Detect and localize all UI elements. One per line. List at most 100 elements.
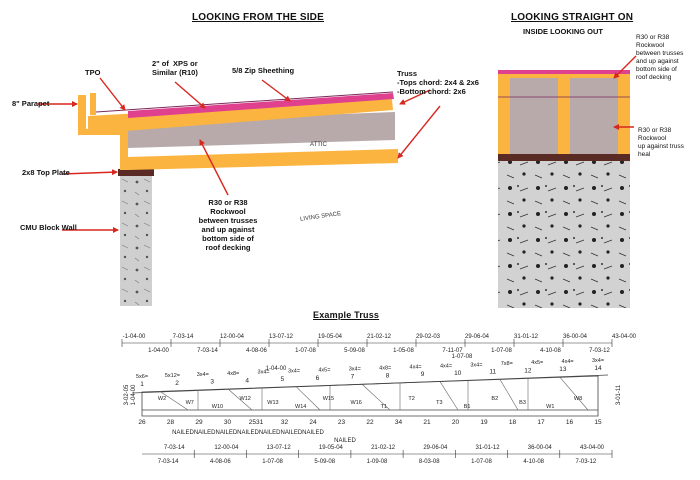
truss-plate-label: 7x8=: [501, 361, 513, 367]
truss-joint-top: 14: [594, 365, 602, 372]
truss-member-label: W1: [546, 404, 554, 410]
bottom-dim-seg-label: 4-08-06: [210, 459, 231, 465]
top-dim-extra-label: 1-04-00: [266, 366, 287, 372]
top-dim-extra-label: 1-07-08: [452, 354, 473, 360]
top-dim-cum-label: -1-04-00: [123, 334, 146, 340]
tpo-cap: [90, 93, 96, 115]
bottom-dim-cum-label: 43-04-00: [580, 445, 605, 451]
front-view-subtitle: INSIDE LOOKING OUT: [523, 27, 604, 36]
bottom-dim-cum-label: 31-01-12: [476, 445, 501, 451]
truss-plate-label: 4x4=: [410, 364, 422, 370]
bottom-dim-seg-label: 1-09-08: [367, 459, 388, 465]
label-tpo: TPO: [85, 68, 101, 77]
truss-joint-bottom: 26: [138, 419, 146, 426]
bottom-dim-seg-label: 8-03-08: [419, 459, 440, 465]
top-dim-seg-label: 4-10-08: [540, 348, 561, 354]
label-truss: Truss -Tops chord: 2x4 & 2x6 -Bottom cho…: [397, 69, 479, 96]
bottom-chord: [128, 149, 398, 170]
truss-joint-bottom: 28: [167, 419, 175, 426]
top-dim-cum-label: 7-03-14: [173, 334, 194, 340]
truss-right-height: 3-01-11: [616, 384, 622, 405]
truss-web: [499, 379, 519, 411]
truss-web: [227, 388, 253, 411]
top-dim-seg-label: 7-03-12: [589, 348, 610, 354]
top-dim-cum-label: 12-00-04: [220, 334, 245, 340]
truss-joint-bottom: 15: [594, 419, 602, 426]
top-dim-cum-label: 29-02-03: [416, 334, 441, 340]
truss-left-height: 3-02-05: [124, 384, 130, 405]
top-dim-seg-label: 7-11-07: [442, 348, 463, 354]
top-dim-cum-label: 21-02-12: [367, 334, 392, 340]
truss-plate-label: 5x6=: [136, 374, 148, 380]
top-dim-cum-label: 36-00-04: [563, 334, 588, 340]
bottom-dim-seg-label: 4-10-08: [523, 459, 544, 465]
label-parapet: 8" Parapet: [12, 99, 50, 108]
truss-joint-bottom: 18: [509, 419, 517, 426]
truss-joint-top: 13: [559, 366, 567, 373]
truss-web: [295, 386, 321, 411]
bottom-dim-seg-label: 1-07-08: [262, 459, 283, 465]
bottom-dim-cum-label: 13-07-12: [267, 445, 292, 451]
truss-joint-top: 7: [351, 374, 355, 381]
truss-joint-top: 11: [489, 369, 496, 376]
top-dim-seg-label: 4-08-06: [246, 348, 267, 354]
truss-joint-top: 9: [421, 371, 425, 378]
label-rockwool-side: R30 or R38 Rockwool between trusses and …: [198, 198, 258, 252]
truss-joint-top: 3: [210, 379, 214, 386]
truss-member-label: W7: [186, 400, 194, 406]
label-zip: 5/8 Zip Sheething: [232, 66, 295, 75]
truss-plate-label: 4x4=: [562, 359, 574, 365]
bottom-dim-cum-label: 36-00-04: [528, 445, 553, 451]
truss-joint-top: 2: [175, 380, 179, 387]
truss-member-label: W10: [212, 404, 223, 410]
truss-joint-bottom: 29: [195, 419, 203, 426]
front-top-chord: [498, 74, 630, 78]
truss-plate-label: 3x4=: [288, 369, 300, 375]
truss-member-label: B3: [519, 400, 526, 406]
truss-joint-bottom: 23: [338, 419, 346, 426]
top-dim-cum-label: 29-06-04: [465, 334, 490, 340]
truss-joint-bottom: 17: [537, 419, 545, 426]
truss-joint-top: 10: [454, 370, 462, 377]
xps-layer: [128, 93, 394, 118]
truss-web: [439, 381, 459, 411]
truss-joint-top: 1: [140, 381, 144, 388]
front-top-plate: [498, 154, 630, 161]
truss-joint-bottom: 19: [480, 419, 488, 426]
truss-joint-bottom: 2531: [249, 419, 264, 426]
truss-member-label: T1: [381, 404, 387, 410]
truss-left-height2: 1-04-00: [131, 384, 137, 405]
top-dim-seg-label: 5-09-08: [344, 348, 365, 354]
top-dim-cum-label: 43-04-00: [612, 334, 637, 340]
label-rockwool-top: R30 or R38 Rockwool between trusses and …: [636, 34, 684, 81]
truss-web: [159, 391, 189, 411]
truss-member-label: W8: [574, 396, 582, 402]
truss-joint-bottom: 21: [423, 419, 431, 426]
top-dim-seg-label: 7-03-14: [197, 348, 218, 354]
truss-member-label: W2: [158, 396, 166, 402]
truss-title: Example Truss: [313, 310, 380, 320]
truss-joint-bottom: 20: [452, 419, 460, 426]
truss-joint-bottom: 24: [309, 419, 317, 426]
front-roof-pink: [498, 70, 630, 74]
truss-member-label: W14: [295, 404, 306, 410]
front-concrete-wall: [498, 160, 630, 308]
bottom-dim-seg-label: 5-09-08: [314, 459, 335, 465]
truss-plate-label: 3x4=: [349, 367, 361, 373]
truss-member-label: W12: [240, 396, 251, 402]
truss-nailed-label: NAILEDNAILEDNAILEDNAILEDNAILEDNAILEDNAIL…: [172, 430, 324, 436]
cmu-block-wall: [120, 176, 152, 306]
side-view-title: LOOKING FROM THE SIDE: [192, 12, 324, 23]
truss-plate-label: 4x8=: [227, 371, 239, 377]
truss-nailed-end-label: NAILED: [334, 438, 356, 444]
truss-joint-bottom: 22: [366, 419, 374, 426]
label-top-plate: 2x8 Top Plate: [22, 168, 70, 177]
top-dim-seg-label: 1-07-08: [491, 348, 512, 354]
truss-plate-label: 4x5=: [318, 368, 330, 374]
front-view-title: LOOKING STRAIGHT ON: [511, 12, 634, 23]
truss-plate-label: 3x4=: [592, 358, 604, 364]
truss-member-label: T2: [408, 396, 414, 402]
truss-plate-label: 5x12=: [165, 373, 180, 379]
top-dim-seg-label: 1-04-00: [148, 348, 169, 354]
